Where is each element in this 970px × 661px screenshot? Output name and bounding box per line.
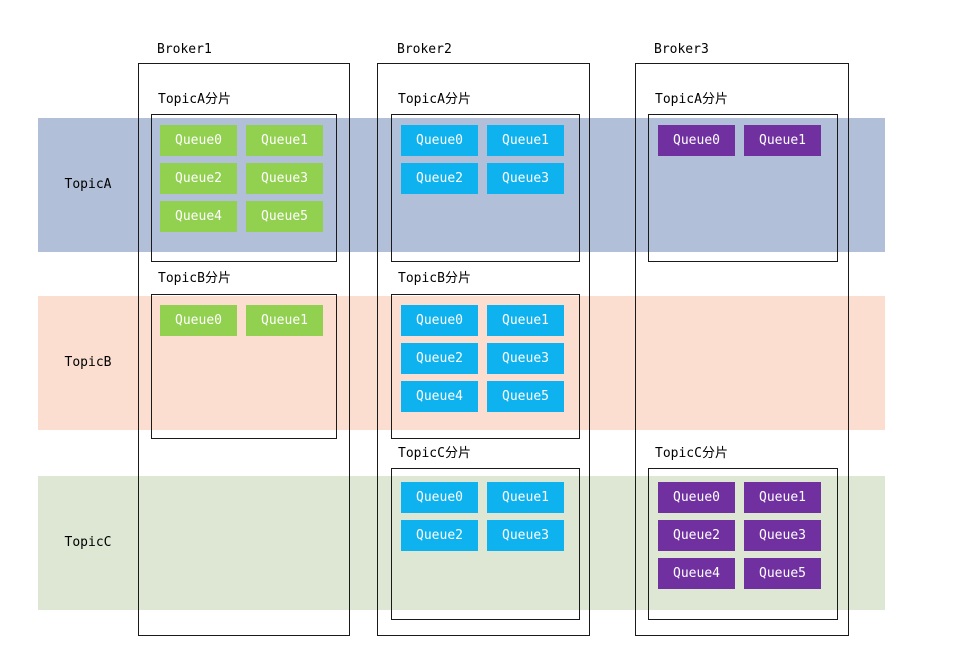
broker3-label: Broker3	[654, 42, 709, 57]
queue-chip: Queue2	[160, 163, 237, 194]
queue-chip: Queue2	[401, 163, 478, 194]
topic-c-label: TopicC	[64, 535, 112, 550]
broker3-topic-a-shard-label: TopicA分片	[655, 92, 728, 107]
broker2-topic-b-shard-box: Queue0 Queue1 Queue2 Queue3 Queue4 Queue…	[391, 294, 580, 439]
queue-chip: Queue1	[744, 482, 821, 513]
broker1-topic-a-shard-box: Queue0 Queue1 Queue2 Queue3 Queue4 Queue…	[151, 114, 337, 262]
queue-chip: Queue1	[744, 125, 821, 156]
queue-chip: Queue5	[487, 381, 564, 412]
queue-chip: Queue1	[487, 482, 564, 513]
broker2-topic-c-shard-box: Queue0 Queue1 Queue2 Queue3	[391, 468, 580, 620]
queue-chip: Queue1	[246, 125, 323, 156]
queue-chip: Queue0	[401, 482, 478, 513]
queue-chip: Queue3	[487, 343, 564, 374]
queue-chip: Queue5	[246, 201, 323, 232]
queue-chip: Queue1	[487, 305, 564, 336]
broker3-topic-a-shard-box: Queue0 Queue1	[648, 114, 838, 262]
broker2-topic-a-shard-label: TopicA分片	[398, 92, 471, 107]
queue-chip: Queue0	[658, 482, 735, 513]
queue-chip: Queue2	[401, 343, 478, 374]
broker1-topic-a-shard-label: TopicA分片	[158, 92, 231, 107]
broker2-label: Broker2	[397, 42, 452, 57]
broker3-topic-c-shard-box: Queue0 Queue1 Queue2 Queue3 Queue4 Queue…	[648, 468, 838, 620]
broker2-box	[377, 63, 590, 636]
queue-chip: Queue1	[487, 125, 564, 156]
queue-chip: Queue1	[246, 305, 323, 336]
broker1-topic-b-shard-label: TopicB分片	[158, 271, 231, 286]
queue-chip: Queue0	[401, 125, 478, 156]
queue-chip: Queue4	[658, 558, 735, 589]
queue-chip: Queue2	[401, 520, 478, 551]
queue-chip: Queue3	[487, 520, 564, 551]
queue-chip: Queue0	[658, 125, 735, 156]
broker1-label: Broker1	[157, 42, 212, 57]
queue-chip: Queue0	[160, 305, 237, 336]
queue-chip: Queue3	[246, 163, 323, 194]
topic-a-label: TopicA	[64, 177, 112, 192]
topic-b-label: TopicB	[64, 355, 112, 370]
queue-chip: Queue4	[401, 381, 478, 412]
queue-chip: Queue0	[401, 305, 478, 336]
broker3-box	[635, 63, 849, 636]
queue-chip: Queue3	[744, 520, 821, 551]
broker3-topic-c-shard-label: TopicC分片	[655, 446, 728, 461]
broker1-box	[138, 63, 350, 636]
queue-chip: Queue5	[744, 558, 821, 589]
broker2-topic-a-shard-box: Queue0 Queue1 Queue2 Queue3	[391, 114, 580, 262]
queue-chip: Queue4	[160, 201, 237, 232]
broker2-topic-c-shard-label: TopicC分片	[398, 446, 471, 461]
queue-chip: Queue0	[160, 125, 237, 156]
queue-chip: Queue3	[487, 163, 564, 194]
queue-chip: Queue2	[658, 520, 735, 551]
broker1-topic-b-shard-box: Queue0 Queue1	[151, 294, 337, 439]
broker2-topic-b-shard-label: TopicB分片	[398, 271, 471, 286]
